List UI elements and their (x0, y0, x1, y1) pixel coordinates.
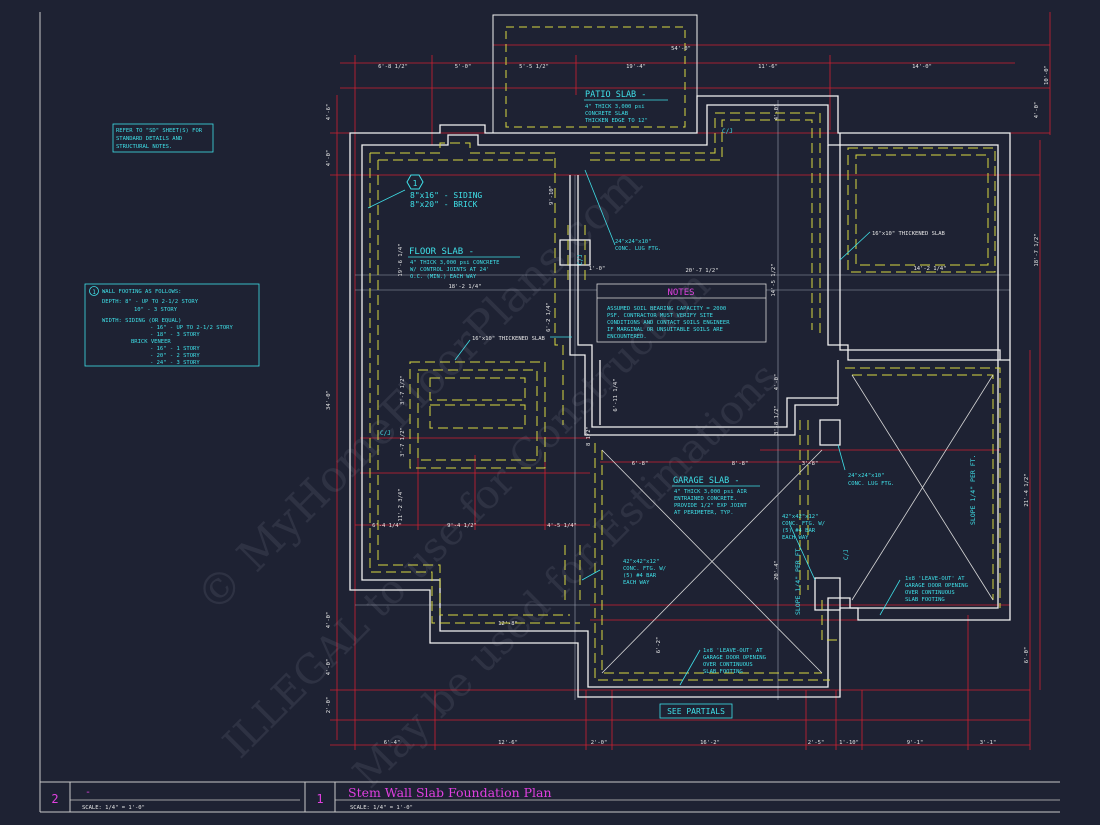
dim-label: 18'-7 1/2" (1034, 233, 1040, 266)
conc-lug-label: 24"x24"x10" CONC. LUG FTG. (848, 473, 894, 487)
dim-label: 9'-10" (549, 185, 555, 205)
drawing-number: 1 (316, 792, 323, 806)
drawing-title: - (85, 787, 91, 798)
patio-slab-outline (505, 26, 686, 128)
notes-box (596, 283, 767, 343)
dim-label: 6'-2 1/4" (546, 302, 552, 332)
dim-label: 9'-1" (907, 740, 924, 746)
dim-label: 3'-7 1/2" (400, 375, 406, 405)
control-joint-label: C/J (577, 254, 584, 265)
dim-label: 6'-8" (632, 461, 649, 467)
dim-label: 12'-6" (498, 740, 518, 746)
leader-lines (367, 169, 901, 686)
dim-label: 54'-0" (671, 46, 691, 52)
dim-label: 4'-0" (326, 659, 332, 676)
dim-label: 19'-6 1/4" (398, 243, 404, 276)
garage-slab-x (601, 374, 994, 674)
dim-label: 14'-2 1/4" (913, 266, 946, 272)
dim-label: 18'-2 1/4" (448, 284, 481, 290)
section-marker: 1 (406, 174, 424, 190)
footing-label-right: 42"x42"x12" CONC. FTG. W/ (5) #4 BAR EAC… (782, 514, 828, 541)
dim-label: 6'-11 1/4" (613, 378, 619, 411)
foundation-walls (349, 95, 1011, 698)
dim-label: 6'-2" (656, 637, 662, 654)
dim-label: 8'-8" (732, 461, 749, 467)
dim-label: 4'-0" (1034, 102, 1040, 119)
dim-label: 4'-0" (774, 104, 780, 121)
patio-slab-title: PATIO SLAB - (585, 90, 646, 100)
slope-label: SLOPE 1/4" PER FT. (794, 545, 802, 615)
footing-label-left: 42"x42"x12" CONC. FTG. W/ (5) #4 BAR EAC… (623, 559, 669, 586)
dim-label: 21'-4 1/2" (1024, 473, 1030, 506)
slope-label: SLOPE 1/4" PER FT. (969, 455, 977, 525)
footing-marker-icon: 1 (89, 286, 99, 296)
drawing-number: 2 (51, 792, 58, 806)
dim-label: 6'-8 1/2" (378, 64, 408, 70)
svg-text:1: 1 (413, 179, 418, 188)
wall-footing-box (84, 283, 260, 367)
drawing-scale: SCALE: 1/4" = 1'-0" (350, 805, 413, 811)
dim-label: 11'-2 3/4" (398, 488, 404, 521)
floor-slab-notes: 4" THICK 3,000 psi CONCRETE W/ CONTROL J… (410, 260, 503, 280)
dim-label: 11'-6" (758, 64, 778, 70)
dim-label: 3'-8 1/2" (774, 405, 780, 435)
dim-label: 4'-0" (774, 374, 780, 391)
dimension-text: 6'-8 1/2" 5'-0" 5'-5 1/2" 19'-4" 11'-6" … (326, 46, 1050, 746)
dim-label: 4'-0" (326, 612, 332, 629)
dim-label: 14'-0" (912, 64, 932, 70)
dimension-lines (330, 12, 1051, 750)
notes-title: NOTES (667, 288, 694, 298)
dim-label: 19'-4" (626, 64, 646, 70)
svg-text:1: 1 (92, 289, 96, 296)
dim-label: 3'-7 1/2" (400, 427, 406, 457)
drawing-scale: SCALE: 1/4" = 1'-0" (82, 805, 145, 811)
dim-label: 5'-0" (455, 64, 472, 70)
dim-label: 6'-4" (384, 740, 401, 746)
garage-slab-notes: 4" THICK 3,000 psi AIR ENTRAINED CONCRET… (674, 489, 750, 516)
dim-label: 8 1/2" (586, 426, 592, 446)
notes-ref-text: REFER TO "SD" SHEET(S) FOR STANDARD DETA… (116, 128, 205, 150)
thickened-slab-label: 16"x10" THICKENED SLAB (872, 231, 946, 237)
dim-label: 4'-5 1/4" (547, 523, 577, 529)
dim-label: 2'-0" (591, 740, 608, 746)
wall-footing-text: WALL FOOTING AS FOLLOWS: DEPTH: 8" - UP … (102, 289, 236, 366)
dim-label: 1'-0" (589, 266, 606, 272)
notes-ref-box (112, 123, 214, 153)
floor-slab-title: FLOOR SLAB - (409, 247, 474, 257)
dim-label: 6'-4 1/4" (372, 523, 402, 529)
leave-out-label: 1x8 'LEAVE-OUT' AT GARAGE DOOR OPENING O… (905, 576, 971, 603)
dim-label: 12'-8" (498, 621, 518, 627)
dim-label: 6'-0" (1024, 647, 1030, 664)
thickened-slab-label: 16"x10" THICKENED SLAB (472, 336, 546, 342)
dim-label: 4'-6" (326, 104, 332, 121)
dim-label: 14'-5 1/2" (771, 263, 777, 296)
dim-label: 20'-4" (774, 560, 780, 580)
dim-label: 1'-10" (839, 740, 859, 746)
dim-label: 9'-4 1/2" (447, 523, 477, 529)
control-joint-label: C/J (843, 549, 850, 560)
dim-label: 5'-5 1/2" (519, 64, 549, 70)
patio-slab-notes: 4" THICK 3,000 psi CONCRETE SLAB THICKEN… (585, 104, 648, 124)
dim-label: 3'-1" (980, 740, 997, 746)
dim-label: 20'-7 1/2" (685, 268, 718, 274)
siding-label: 8"x16" - SIDING 8"x20" - BRICK (410, 191, 487, 209)
control-joint-label: C/J (380, 430, 391, 437)
leave-out-label: 1x8 'LEAVE-OUT' AT GARAGE DOOR OPENING O… (703, 648, 769, 675)
dim-label: 3'-8" (802, 461, 819, 467)
control-joint-label: C/J (722, 128, 733, 135)
dim-label: 34'-0" (326, 390, 332, 410)
drawing-title: Stem Wall Slab Foundation Plan (348, 785, 552, 800)
patio-slab-edge (492, 14, 698, 134)
dim-label: 2'-0" (326, 697, 332, 714)
dim-label: 4'-0" (326, 150, 332, 167)
dim-label: 10'-0" (1044, 65, 1050, 85)
conc-lug-label: 24"x24"x10" CONC. LUG FTG. (615, 239, 661, 252)
garage-slab-title: GARAGE SLAB - (673, 476, 740, 486)
dim-label: 2'-5" (808, 740, 825, 746)
dim-label: 16'-2" (700, 740, 720, 746)
notes-text: ASSUMED SOIL BEARING CAPACITY = 2000 PSF… (607, 306, 733, 340)
see-partials-box (659, 703, 733, 719)
see-partials-label: SEE PARTIALS (667, 707, 725, 716)
